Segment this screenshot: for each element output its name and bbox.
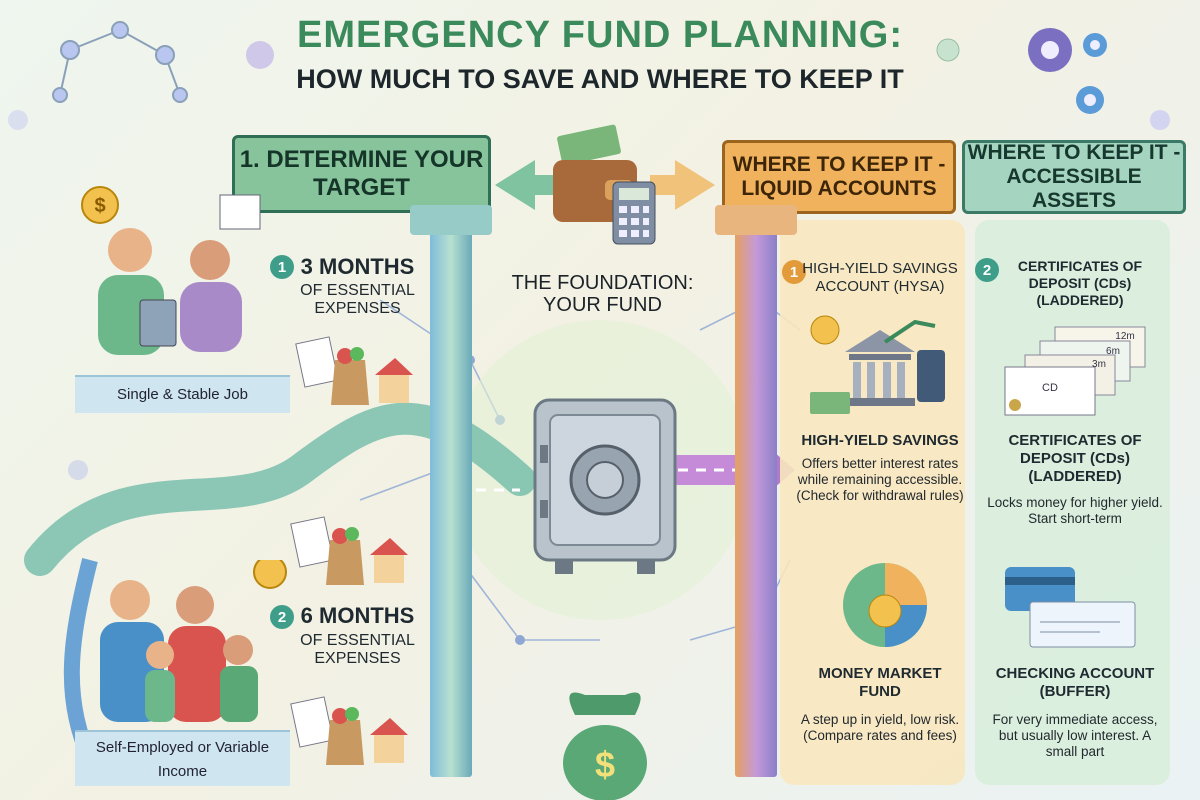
option-2-badge: 2 (270, 605, 294, 629)
couple-illustration: $ (81, 186, 261, 355)
liquid-1-desc: Offers better interest rates while remai… (796, 456, 964, 504)
wallet-icon (553, 124, 656, 245)
tab-liquid-accounts: WHERE TO KEEP IT - LIQUID ACCOUNTS (722, 140, 956, 214)
safe-icon (533, 398, 677, 574)
groceries-house-icon-3 (290, 696, 408, 765)
bubble-decor (246, 41, 274, 69)
option-2-profile: Self-Employed or Variable Income (75, 730, 290, 786)
tab-determine-target: 1. DETERMINE YOUR TARGET (232, 135, 491, 213)
pie-coins-icon (843, 563, 927, 647)
cd-label: CD (1042, 382, 1058, 394)
option-1-months: 3 MONTHS (300, 254, 415, 279)
liquid-1-title: HIGH-YIELD SAVINGS (801, 432, 959, 449)
network-icon (52, 21, 188, 103)
option-1-desc: OF ESSENTIAL EXPENSES (300, 282, 415, 317)
page-subtitle: HOW MUCH TO SAVE AND WHERE TO KEEP IT (296, 64, 904, 94)
pillar-right-cap (715, 205, 797, 235)
card-check-icon (1005, 567, 1136, 648)
money-bag-icon: $ (563, 692, 647, 800)
bank-icon (810, 315, 945, 414)
groceries-house-icon (295, 336, 413, 405)
pillar-right (735, 207, 777, 777)
family-illustration (100, 560, 287, 722)
gears-icon (1028, 28, 1107, 114)
assets-2-desc: For very immediate access, but usually l… (992, 712, 1158, 760)
assets-1-desc: Locks money for higher yield. Start shor… (987, 495, 1163, 527)
tab-accessible-assets: WHERE TO KEEP IT - ACCESSIBLE ASSETS (962, 140, 1186, 214)
pillar-left (430, 207, 472, 777)
page-title: EMERGENCY FUND PLANNING: (297, 14, 903, 56)
foundation-label: THE FOUNDATION: YOUR FUND (511, 272, 694, 316)
liquid-panel (780, 220, 965, 785)
groceries-house-icon-2 (290, 516, 408, 585)
option-2-months: 6 MONTHS (300, 603, 415, 628)
liquid-1-badge: 1 (782, 260, 806, 284)
option-1-profile: Single & Stable Job (75, 375, 290, 413)
assets-1-badge: 2 (975, 258, 999, 282)
swap-arrows-icon (495, 160, 715, 210)
cd-ladder-icon: 12m 6m 3m CD (1004, 326, 1146, 416)
svg-text:$: $ (94, 195, 105, 217)
assets-1-title: CERTIFICATES OF DEPOSIT (CDs) (LADDERED) (1008, 432, 1142, 485)
assets-1-heading: CERTIFICATES OF DEPOSIT (CDs) (LADDERED) (1017, 258, 1143, 308)
calculator-icon (612, 181, 656, 245)
pillar-left-cap (410, 205, 492, 235)
liquid-2-desc: A step up in yield, low risk. (Compare r… (800, 712, 960, 744)
svg-text:12m: 12m (1115, 331, 1134, 342)
liquid-2-title: MONEY MARKET FUND (818, 665, 942, 700)
svg-text:6m: 6m (1106, 346, 1120, 357)
option-1-badge: 1 (270, 255, 294, 279)
assets-2-title: CHECKING ACCOUNT (BUFFER) (995, 665, 1155, 700)
assets-panel (975, 220, 1170, 785)
svg-text:$: $ (595, 744, 615, 785)
option-2-desc: OF ESSENTIAL EXPENSES (300, 632, 415, 667)
liquid-1-heading: HIGH-YIELD SAVINGS ACCOUNT (HYSA) (802, 260, 958, 295)
svg-text:3m: 3m (1092, 359, 1106, 370)
